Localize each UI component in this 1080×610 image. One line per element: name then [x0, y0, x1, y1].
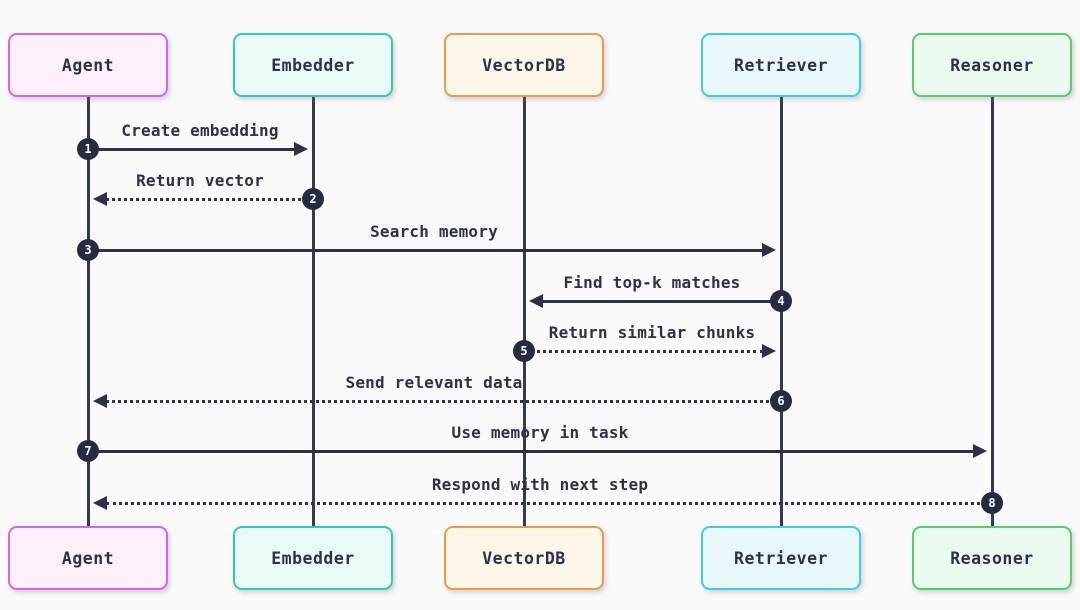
actor-label: Retriever: [734, 55, 828, 75]
actor-label: Embedder: [271, 548, 355, 568]
actor-label: Agent: [61, 55, 115, 75]
actor-label: Agent: [61, 548, 115, 568]
message-label-8: Respond with next step: [431, 475, 649, 494]
step-marker-2: 2: [302, 188, 324, 210]
step-marker-3: 3: [77, 239, 99, 261]
step-marker-6: 6: [770, 390, 792, 412]
actor-box-reasoner-bottom: Reasoner: [912, 526, 1072, 590]
actor-box-retriever-top: Retriever: [701, 33, 861, 97]
step-marker-4: 4: [770, 290, 792, 312]
arrowhead-left-6: [93, 394, 107, 408]
actor-box-reasoner-top: Reasoner: [912, 33, 1072, 97]
actor-box-embedder-bottom: Embedder: [233, 526, 393, 590]
message-line-5: [524, 349, 764, 353]
arrowhead-left-8: [93, 496, 107, 510]
lifeline-agent: [86, 97, 90, 526]
message-label-6: Send relevant data: [345, 373, 523, 392]
actor-label: Reasoner: [950, 548, 1034, 568]
lifeline-embedder: [311, 97, 315, 526]
message-label-2: Return vector: [136, 171, 264, 190]
arrowhead-left-2: [93, 192, 107, 206]
actor-label: Retriever: [734, 548, 828, 568]
arrowhead-right-3: [762, 243, 776, 257]
arrowhead-right-5: [762, 344, 776, 358]
actor-label: VectorDB: [482, 55, 566, 75]
message-label-1: Create embedding: [121, 121, 279, 140]
message-label-7: Use memory in task: [451, 423, 629, 442]
message-line-8: [106, 501, 992, 505]
step-marker-5: 5: [513, 340, 535, 362]
step-marker-7: 7: [77, 440, 99, 462]
step-marker-8: 8: [981, 492, 1003, 514]
actor-label: VectorDB: [482, 548, 566, 568]
arrowhead-right-7: [973, 444, 987, 458]
message-line-7: [88, 449, 975, 453]
message-label-3: Search memory: [370, 222, 498, 241]
arrowhead-left-4: [529, 294, 543, 308]
lifeline-vectordb: [522, 97, 526, 526]
actor-box-embedder-top: Embedder: [233, 33, 393, 97]
actor-box-vectordb-bottom: VectorDB: [444, 526, 604, 590]
step-marker-1: 1: [77, 138, 99, 160]
message-label-4: Find top-k matches: [563, 273, 741, 292]
lifeline-reasoner: [990, 97, 994, 526]
actor-box-retriever-bottom: Retriever: [701, 526, 861, 590]
actor-label: Reasoner: [950, 55, 1034, 75]
actor-box-agent-bottom: Agent: [8, 526, 168, 590]
message-line-3: [88, 248, 764, 252]
message-line-6: [106, 399, 781, 403]
actor-label: Embedder: [271, 55, 355, 75]
message-label-5: Return similar chunks: [548, 323, 756, 342]
arrowhead-right-1: [294, 142, 308, 156]
message-line-4: [542, 299, 781, 303]
message-line-2: [106, 197, 313, 201]
message-line-1: [88, 147, 296, 151]
actor-box-agent-top: Agent: [8, 33, 168, 97]
actor-box-vectordb-top: VectorDB: [444, 33, 604, 97]
